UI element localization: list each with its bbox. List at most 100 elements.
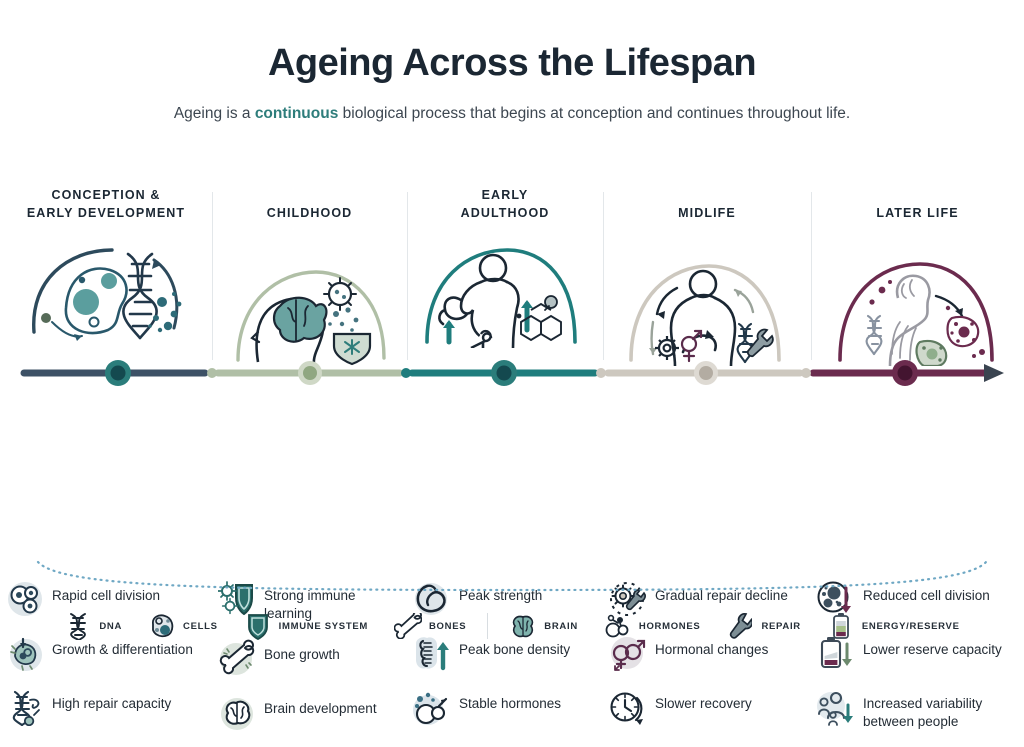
bone-growth-icon: [218, 639, 256, 677]
timeline-arrowhead: [984, 364, 1004, 382]
body-repair-cycle-art: [603, 246, 811, 366]
bullet-item[interactable]: Gradual repair decline: [609, 580, 805, 618]
bone-density-up-icon: [413, 634, 451, 672]
timeline-boundary-dot: [207, 368, 217, 378]
bullet-label: Brain development: [264, 700, 377, 716]
icon-legend: DNA CELLS IMMUNE SYSTEM: [0, 600, 1024, 652]
lifespan-timeline[interactable]: [0, 360, 1024, 388]
cell-dna-division-art: [0, 228, 212, 348]
clock-icon: [609, 688, 647, 726]
subtitle-text-after: biological process that begins at concep…: [338, 104, 851, 122]
bullet-item[interactable]: Lower reserve capacity: [817, 634, 1018, 672]
bullet-item[interactable]: High repair capacity: [6, 688, 206, 726]
bullet-label: Peak strength: [459, 588, 543, 603]
cells-icon: [148, 611, 176, 641]
bullet-item[interactable]: Slower recovery: [609, 688, 805, 726]
dna-icon: [64, 611, 92, 641]
legend-item-immune-system[interactable]: IMMUNE SYSTEM: [231, 611, 381, 641]
bullet-label: Peak bone density: [459, 642, 571, 657]
stage-title-line2: EARLY DEVELOPMENT: [26, 206, 186, 221]
energy-reserve-icon: [827, 611, 855, 641]
bullet-item[interactable]: Bone growth: [218, 639, 401, 677]
page-subtitle: Ageing is a continuous biological proces…: [172, 102, 852, 125]
bullet-label: Stable hormones: [459, 696, 562, 711]
repair-icon: [726, 611, 754, 641]
reduced-cells-icon: [817, 580, 855, 618]
legend-label: DNA: [99, 620, 123, 632]
gender-symbols-icon: [609, 634, 647, 672]
bullet-label: Strong immune learning: [264, 588, 356, 621]
timeline-boundary-dot: [401, 368, 411, 378]
subtitle-text-before: Ageing is a: [173, 104, 255, 122]
bullet-item[interactable]: Brain development: [218, 693, 401, 731]
gear-wrench-icon: [609, 580, 647, 618]
bullet-label: Growth & differentiation: [52, 642, 193, 657]
timeline-node-later-life: [892, 360, 918, 386]
bullet-item[interactable]: Strong immune learning: [218, 580, 401, 623]
column-divider: [603, 192, 604, 360]
legend-label: REPAIR: [761, 620, 801, 632]
stage-title-later-life: LATER LIFE: [876, 186, 958, 246]
bullet-label: Rapid cell division: [52, 588, 161, 603]
dividing-cells-icon: [6, 580, 44, 618]
brain-icon: [509, 611, 537, 641]
stage-title-conception: CONCEPTION & EARLY DEVELOPMENT: [27, 186, 185, 228]
column-divider: [811, 192, 812, 360]
legend-item-hormones[interactable]: HORMONES: [591, 611, 714, 641]
brain-icon: [218, 693, 256, 731]
page-header: Ageing Across the Lifespan Ageing is a c…: [0, 0, 1024, 125]
dotted-connector: [0, 556, 1024, 592]
elder-dna-senescent-cells-art: [811, 246, 1024, 366]
stage-conception-early-development[interactable]: CONCEPTION & EARLY DEVELOPMENT: [0, 186, 212, 726]
legend-item-repair[interactable]: REPAIR: [713, 611, 813, 641]
timeline-boundary-dot: [596, 368, 606, 378]
legend-label: BONES: [429, 620, 467, 632]
bullet-label: Bone growth: [264, 646, 340, 662]
stage-title-line1: EARLY: [481, 188, 529, 202]
bullet-item[interactable]: Increased variability between people: [817, 688, 1018, 731]
timeline-boundary-dot: [801, 368, 811, 378]
legend-label: HORMONES: [638, 620, 701, 632]
bullet-label: Lower reserve capacity: [863, 642, 1002, 657]
bullet-label: High repair capacity: [52, 696, 172, 711]
bullet-item[interactable]: Growth & differentiation: [6, 634, 206, 672]
bullet-item[interactable]: Stable hormones: [413, 688, 597, 726]
stage-title-line1: CHILDHOOD: [266, 206, 353, 220]
stage-title-childhood: CHILDHOOD: [267, 186, 353, 246]
bullet-item[interactable]: Hormonal changes: [609, 634, 805, 672]
legend-item-dna[interactable]: DNA: [51, 611, 135, 641]
bullet-label: Reduced cell division: [863, 588, 990, 603]
hormone-molecule-icon: [413, 688, 451, 726]
timeline-node-early-adulthood: [491, 360, 517, 386]
page-title: Ageing Across the Lifespan: [267, 42, 757, 84]
child-head-brain-immunity-art: [212, 246, 407, 366]
column-divider: [407, 192, 408, 360]
immune-system-icon: [244, 611, 272, 641]
timeline-node-childhood: [298, 361, 322, 385]
bullet-item[interactable]: Reduced cell division: [817, 580, 1018, 618]
bullet-label: Slower recovery: [655, 696, 752, 711]
subtitle-highlight: continuous: [254, 104, 339, 122]
column-divider: [212, 192, 213, 360]
hormones-icon: [604, 611, 632, 641]
bullet-item[interactable]: Peak bone density: [413, 634, 597, 672]
stage-title-line1: LATER LIFE: [876, 206, 959, 220]
legend-item-bones[interactable]: BONES: [381, 611, 479, 641]
dna-repair-icon: [6, 688, 44, 726]
legend-item-brain[interactable]: BRAIN: [496, 611, 591, 641]
timeline-node-conception: [105, 360, 131, 386]
stage-title-line1: MIDLIFE: [678, 206, 736, 220]
legend-item-cells[interactable]: CELLS: [135, 611, 231, 641]
bullet-item[interactable]: Peak strength: [413, 580, 597, 618]
stage-title-line2: ADULTHOOD: [460, 206, 550, 221]
bullet-item[interactable]: Rapid cell division: [6, 580, 206, 618]
legend-item-energy-reserve[interactable]: ENERGY/RESERVE: [814, 611, 973, 641]
legend-label: CELLS: [183, 620, 218, 632]
bullet-label: Increased variability between people: [863, 696, 983, 729]
legend-label: ENERGY/RESERVE: [861, 620, 960, 632]
battery-low-icon: [817, 634, 855, 672]
flexing-body-hormone-art: [407, 228, 603, 348]
legend-label: BRAIN: [544, 620, 578, 632]
immune-shield-icon: [218, 580, 256, 618]
timeline-node-midlife: [694, 361, 718, 385]
